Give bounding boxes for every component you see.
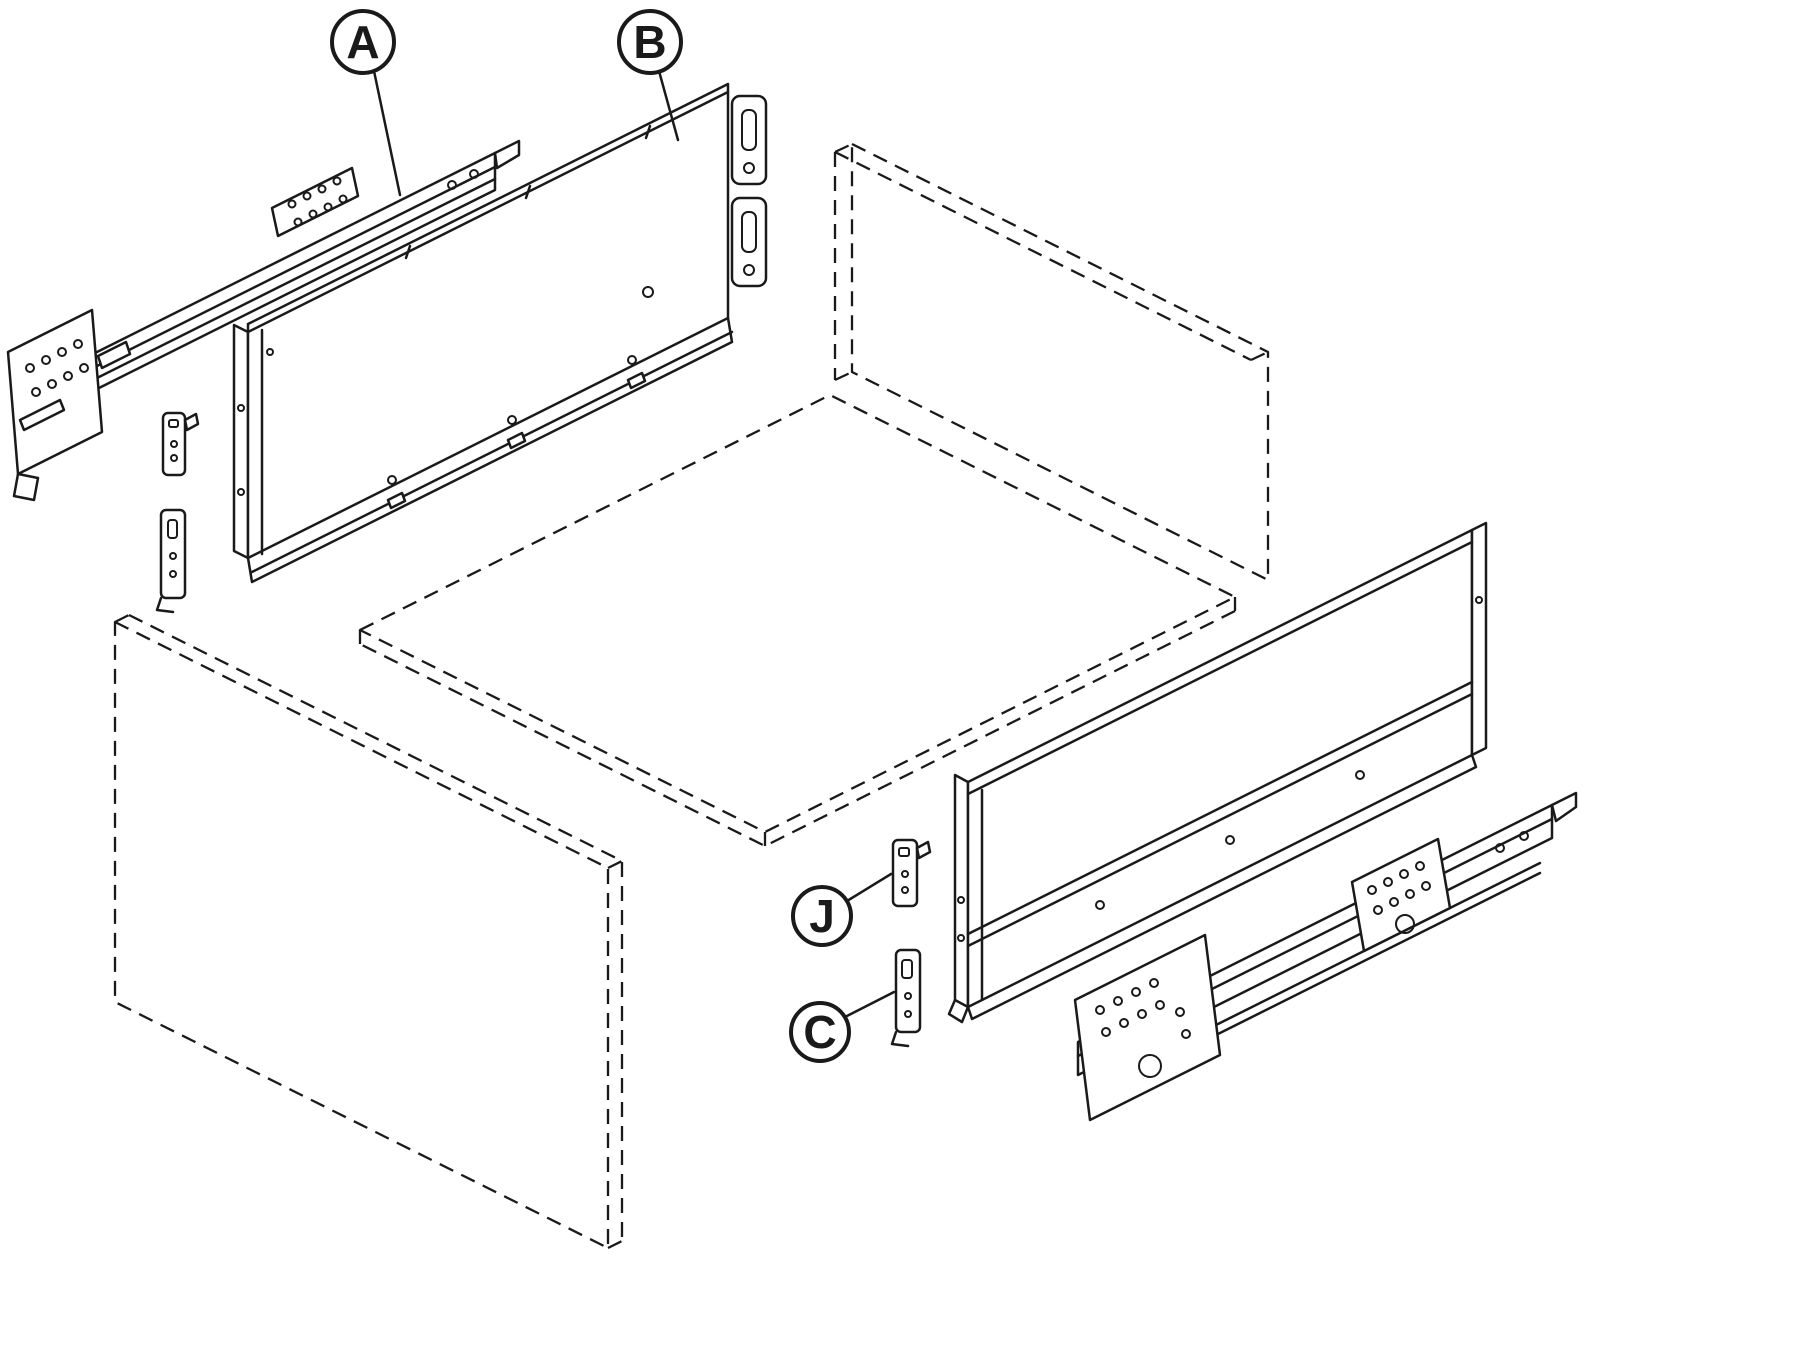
panel-tab — [506, 431, 527, 450]
drawer-runner-right — [1073, 791, 1578, 1122]
runner-front-bracket — [1073, 933, 1222, 1122]
callout-c-label: C — [803, 1006, 836, 1058]
mounting-clip-left-lower — [155, 508, 187, 614]
drawer-assembly-right — [947, 521, 1578, 1122]
callout-c-circle — [789, 1001, 851, 1063]
callout-a-label: A — [346, 16, 379, 68]
callout-a-circle — [330, 9, 396, 75]
panel-right-bottom-rail — [966, 753, 1478, 1021]
mounting-clips-left — [155, 411, 200, 614]
runner-left-slot — [18, 398, 66, 432]
runner-left-rear-bracket — [6, 308, 104, 476]
callout-j: J — [791, 872, 893, 947]
clip-foot — [890, 1030, 910, 1048]
clip-hook — [183, 412, 200, 432]
callout-a-leader — [372, 69, 402, 197]
panel-right-rear-cap — [1470, 521, 1488, 757]
panel-right-front-hook — [947, 998, 970, 1024]
panel-top-hem — [246, 82, 730, 334]
runner-right-tip — [1550, 791, 1578, 823]
mounting-clip-j — [891, 838, 932, 908]
callout-c-leader — [843, 990, 896, 1019]
cabinet-outline-dashed — [113, 142, 1270, 1250]
panel-right-front-cap — [953, 773, 970, 1009]
runner-coupling-bracket — [1350, 837, 1452, 953]
drawer-side-panel-left — [232, 82, 768, 584]
callout-b: B — [617, 9, 683, 142]
callout-b-label: B — [633, 16, 666, 68]
clip-foot — [155, 596, 175, 614]
callout-j-leader — [845, 872, 893, 903]
callout-j-circle — [791, 885, 853, 947]
drawer-side-panel-right — [947, 521, 1488, 1024]
panel-front-cap — [232, 323, 250, 560]
panel-tab — [386, 491, 407, 510]
mounting-clip-left-upper — [161, 411, 200, 477]
runner-left-hook — [12, 472, 40, 502]
panel-tab — [626, 371, 647, 390]
callout-j-label: J — [809, 890, 835, 942]
callout-b-leader — [657, 69, 680, 142]
runner-hole — [469, 169, 479, 179]
panel-bottom-rail — [246, 316, 734, 584]
drawer-runner-left — [6, 139, 521, 502]
panel-right-top-hem — [966, 540, 1474, 796]
runner-left-tip — [493, 139, 521, 170]
panel-hole — [642, 286, 654, 298]
hem-seams — [404, 124, 652, 260]
runner-latch — [96, 340, 132, 370]
runner-hole — [447, 180, 457, 190]
callout-c: C — [789, 990, 896, 1063]
callout-b-circle — [617, 9, 683, 75]
panel-rear-brackets — [730, 94, 768, 288]
cabinet-bottom-panel-dashed — [358, 393, 1237, 848]
callout-a: A — [330, 9, 402, 197]
mounting-clip-c — [890, 948, 922, 1048]
cabinet-front-panel-dashed — [113, 613, 624, 1250]
panel-right-band — [966, 680, 1474, 948]
clip-hook — [915, 840, 932, 860]
cabinet-back-panel-dashed — [833, 142, 1270, 582]
